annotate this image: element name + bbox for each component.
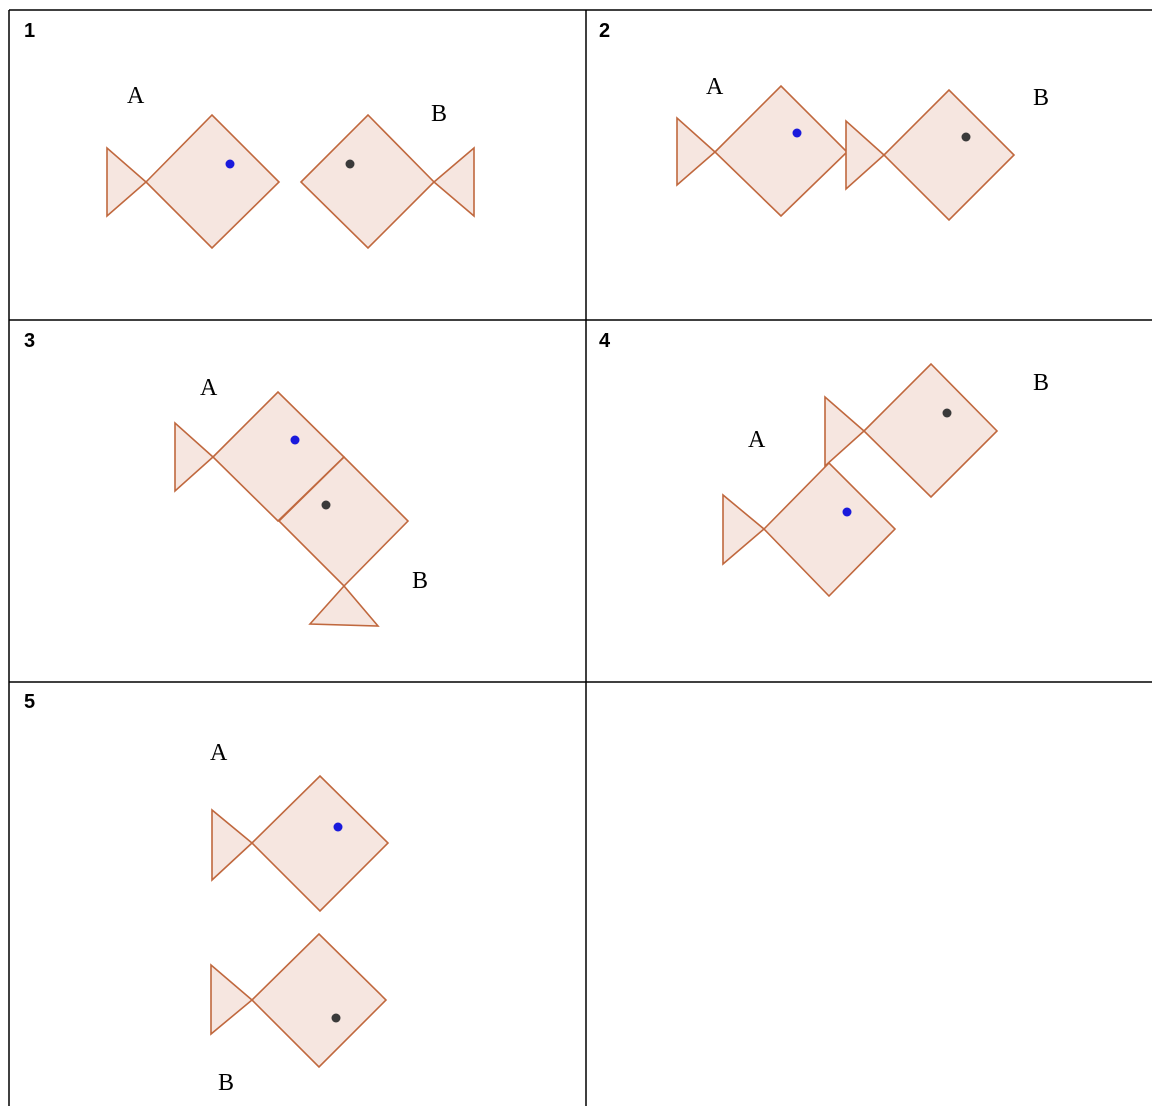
fish-a: [106, 113, 281, 250]
label-fish-b: B: [1033, 370, 1049, 396]
fish-b: [299, 113, 475, 250]
fish-b-tail: [432, 146, 475, 218]
fish-a-eye-dot: [792, 128, 802, 138]
panel-1: 1 A B: [24, 20, 475, 250]
label-fish-b: B: [431, 101, 447, 127]
fish-b-tail: [845, 119, 886, 191]
fish-a-body: [144, 113, 281, 250]
fish-a-eye-dot: [290, 435, 300, 445]
panel-5: 5 A B: [24, 691, 390, 1096]
fish-b-tail: [210, 963, 254, 1036]
fish-b-body: [299, 113, 436, 250]
label-fish-b: B: [218, 1070, 234, 1096]
label-fish-a: A: [706, 74, 724, 100]
fish-b-eye-dot: [961, 132, 971, 142]
fish-b-body: [250, 932, 388, 1069]
fish-a-tail: [676, 116, 717, 187]
fish-b: [845, 88, 1016, 222]
fish-b-eye-dot: [345, 159, 355, 169]
fish-a-tail: [106, 146, 148, 218]
fish-b: [210, 932, 388, 1069]
fish-a-tail: [722, 493, 766, 566]
fish-b-eye-dot: [321, 500, 331, 510]
panel-number: 1: [24, 20, 35, 42]
fish-b-tail: [308, 584, 380, 627]
label-fish-a: A: [127, 83, 145, 109]
fish-a-tail: [174, 421, 215, 493]
fish-a-body: [250, 774, 390, 913]
fish-a: [676, 84, 849, 218]
label-fish-a: A: [748, 427, 766, 453]
label-fish-b: B: [412, 568, 428, 594]
fish-a-eye-dot: [842, 507, 852, 517]
panel-2: 2 A B: [599, 20, 1049, 222]
fish-b-eye-dot: [942, 408, 952, 418]
panel-number: 5: [24, 691, 35, 713]
fish-a-body: [713, 84, 849, 218]
fish-b-body: [277, 455, 410, 588]
fish-b-tail: [824, 395, 866, 468]
label-fish-b: B: [1033, 85, 1049, 111]
fish-a-eye-dot: [333, 822, 343, 832]
panel-number: 4: [599, 330, 611, 352]
fish-a: [211, 774, 390, 913]
label-fish-a: A: [210, 740, 228, 766]
fish-a-eye-dot: [225, 159, 235, 169]
panel-3: 3 A B: [24, 330, 428, 627]
fish-b: [824, 362, 999, 499]
panel-number: 2: [599, 20, 610, 42]
panel-number: 3: [24, 330, 35, 352]
fish-b-body: [882, 88, 1016, 222]
fish-a: [722, 461, 897, 598]
fish-b-body: [862, 362, 999, 499]
fish-b-eye-dot: [331, 1013, 341, 1023]
panel-4: 4 A B: [599, 330, 1049, 598]
table-grid-lines: [8, 9, 1152, 1106]
fish-a-body: [762, 461, 897, 598]
fish-a-tail: [211, 808, 254, 882]
fish-b: [277, 455, 410, 627]
label-fish-a: A: [200, 375, 218, 401]
